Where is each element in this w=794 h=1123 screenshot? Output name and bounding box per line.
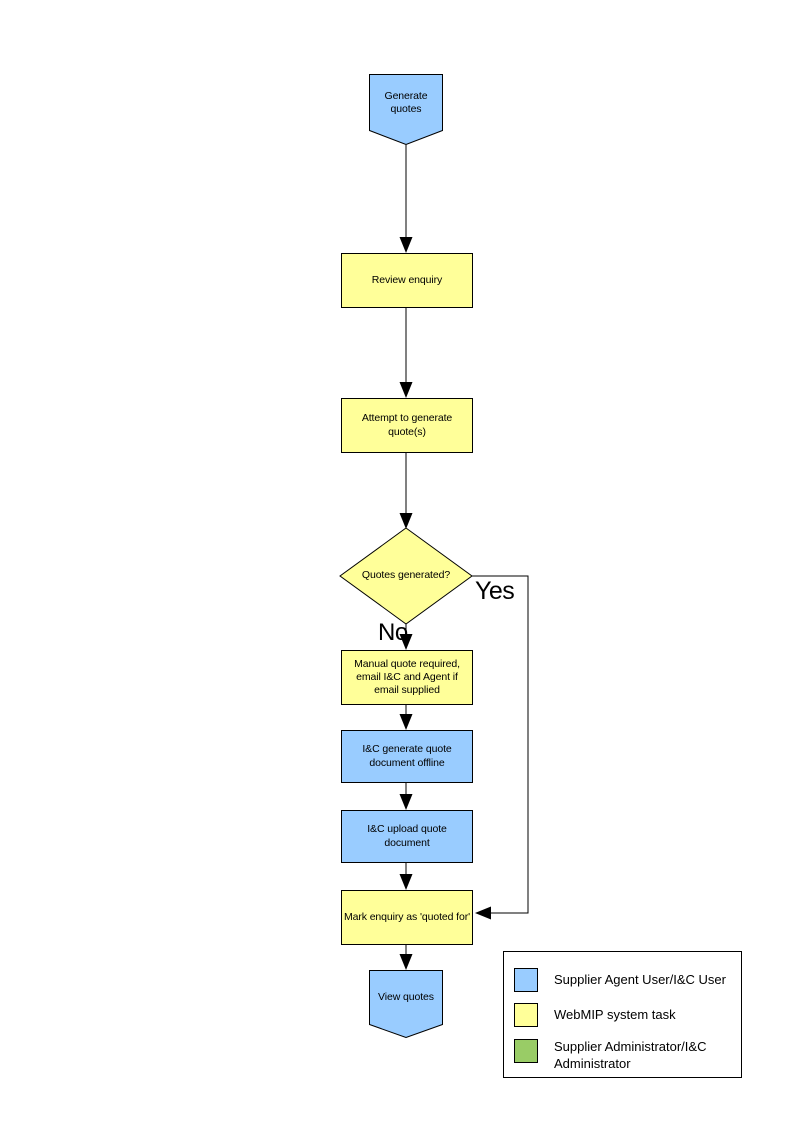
legend-swatch-green xyxy=(514,1039,538,1063)
node-label: Mark enquiry as 'quoted for' xyxy=(343,910,471,923)
node-quotes-generated-decision: Quotes generated? xyxy=(339,527,473,625)
pentagon-shape xyxy=(369,970,443,1038)
legend-item: Supplier Agent User/I&C User xyxy=(514,968,730,992)
node-mark-enquiry-quoted: Mark enquiry as 'quoted for' xyxy=(341,890,473,945)
legend-swatch-yellow xyxy=(514,1003,538,1027)
legend-label: Supplier Administrator/I&C Administrator xyxy=(554,1039,707,1071)
node-ic-generate-offline: I&C generate quote document offline xyxy=(341,730,473,783)
branch-label-no: No xyxy=(378,619,408,646)
diamond-shape xyxy=(339,527,473,625)
node-label: I&C upload quote document xyxy=(367,823,447,849)
node-review-enquiry: Review enquiry xyxy=(341,253,473,308)
legend-box: Supplier Agent User/I&C User WebMIP syst… xyxy=(503,951,742,1078)
node-manual-quote-required: Manual quote required, email I&C and Age… xyxy=(341,650,473,705)
node-label: Quotes generated? xyxy=(361,569,451,582)
legend-label: WebMIP system task xyxy=(554,1006,676,1022)
node-label: Generate quotes xyxy=(384,89,428,115)
node-label: Attempt to generate quote(s) xyxy=(361,412,453,438)
pentagon-shape xyxy=(369,74,443,145)
node-generate-quotes: Generate quotes xyxy=(369,74,443,145)
legend-item: WebMIP system task xyxy=(514,1003,730,1027)
branch-label-yes: Yes xyxy=(475,577,515,605)
node-view-quotes: View quotes xyxy=(369,970,443,1038)
legend-label: Supplier Agent User/I&C User xyxy=(554,971,726,987)
node-label: I&C generate quote document offline xyxy=(362,743,452,769)
node-ic-upload-document: I&C upload quote document xyxy=(341,810,473,863)
legend-swatch-blue xyxy=(514,968,538,992)
node-label: Manual quote required, email I&C and Age… xyxy=(354,657,460,697)
node-label: View quotes xyxy=(378,991,434,1004)
node-attempt-generate: Attempt to generate quote(s) xyxy=(341,398,473,453)
node-label: Review enquiry xyxy=(371,273,443,286)
legend-item: Supplier Administrator/I&C Administrator xyxy=(514,1039,730,1073)
